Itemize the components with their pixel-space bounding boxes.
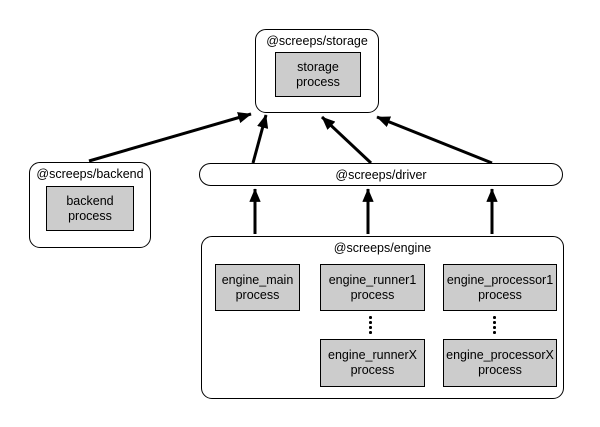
- engine-title: @screeps/engine: [333, 241, 432, 255]
- arrow-backend-to-storage: [88, 112, 252, 163]
- engine-processor1-process-box: engine_processor1 process: [443, 264, 557, 311]
- processor-vertical-ellipsis-icon: [493, 316, 496, 334]
- storage-process-box: storage process: [275, 52, 361, 97]
- storage-title: @screeps/storage: [266, 34, 368, 48]
- driver-title: @screeps/driver: [335, 167, 427, 182]
- storage-node: @screeps/storage storage process: [255, 29, 379, 113]
- arrow-driver-to-storage-left: [251, 114, 269, 164]
- engine-processorX-process-box: engine_processorX process: [443, 339, 557, 387]
- arrow-driver-to-storage-middle: [320, 115, 373, 165]
- backend-process-box: backend process: [46, 186, 134, 231]
- engine-runnerX-process-box: engine_runnerX process: [320, 339, 425, 387]
- backend-title: @screeps/backend: [36, 167, 144, 181]
- backend-node: @screeps/backend backend process: [29, 162, 151, 248]
- engine-main-process-box: engine_main process: [215, 264, 300, 311]
- driver-node: @screeps/driver: [199, 163, 563, 186]
- engine-node: @screeps/engine engine_main process engi…: [201, 236, 564, 399]
- engine-runner1-process-box: engine_runner1 process: [320, 264, 425, 311]
- arrow-driver-to-storage-right: [376, 115, 493, 165]
- runner-vertical-ellipsis-icon: [369, 316, 372, 334]
